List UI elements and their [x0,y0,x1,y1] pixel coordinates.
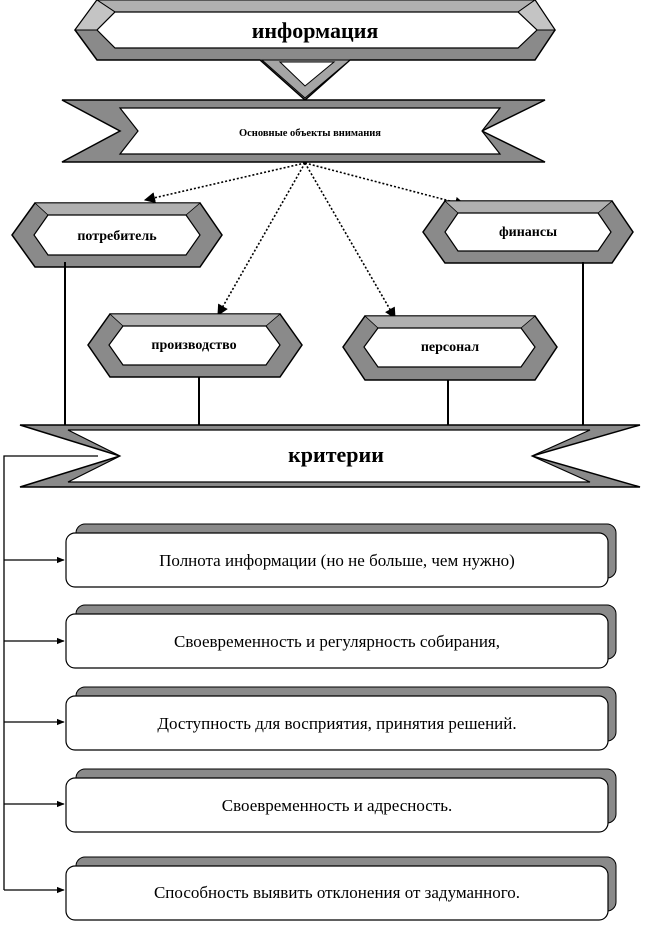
focus-label: Основные объекты внимания [239,128,381,139]
criterion-box-5: Способность выявить отклонения от задума… [65,856,617,921]
object-personnel-label: персонал [421,340,479,355]
criteria-connector [3,455,98,894]
object-production-label: производство [151,338,236,353]
object-consumer-label: потребитель [77,229,157,244]
object-personnel: персонал [342,315,558,381]
information-title: информация [252,18,379,43]
criterion-box-4: Своевременность и адресность. [65,768,617,833]
criterion-2: Своевременность и регулярность собирания… [174,632,500,651]
object-finance-label: финансы [499,225,557,240]
criterion-box-2: Своевременность и регулярность собирания… [65,604,617,669]
criterion-5: Способность выявить отклонения от задума… [154,883,520,902]
information-banner: информация [74,0,556,102]
focus-arrows [143,162,467,319]
object-production: производство [87,313,303,378]
criterion-box-1: Полнота информации (но не больше, чем ну… [65,523,617,588]
object-consumer: потребитель [11,202,223,268]
criterion-box-3: Доступность для восприятия, принятия реш… [65,686,617,751]
object-finance: финансы [422,200,634,264]
criteria-banner: критерии [19,424,641,488]
criterion-1: Полнота информации (но не больше, чем ну… [159,551,515,570]
object-connectors [64,262,584,425]
criterion-3: Доступность для восприятия, принятия реш… [157,714,516,733]
criterion-4: Своевременность и адресность. [222,796,453,815]
criteria-title: критерии [288,442,384,467]
focus-banner: Основные объекты внимания [61,99,546,163]
